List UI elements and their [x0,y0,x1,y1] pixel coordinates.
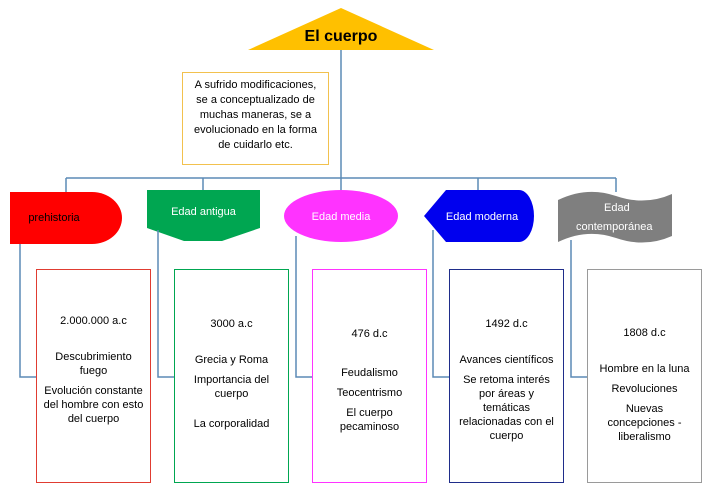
era-date: 476 d.c [351,328,388,340]
bracket-prehistoria [19,244,36,378]
era-date: 1808 d.c [623,327,666,339]
era-card-edad-media: 476 d.c Feudalismo Teocentrismo El cuerp… [312,269,427,483]
summary-box: A sufrido modificaciones, se a conceptua… [182,72,329,165]
era-item: Descubrimiento fuego [55,351,132,377]
era-item: Teocentrismo [336,387,403,399]
era-item: Grecia y Roma [194,354,269,366]
era-shape-edad-moderna [424,190,534,242]
era-item: Evolución constante del hombre con esto … [43,385,144,425]
bracket-edad-antigua [157,230,174,378]
era-label-line-2: contemporánea [576,221,653,233]
era-shape-prehistoria [10,192,122,244]
era-card-edad-antigua: 3000 a.c Grecia y Roma Importancia del c… [174,269,289,483]
era-label-line-1: Edad [604,202,630,214]
era-item: Importancia del cuerpo [193,374,270,400]
era-date: 1492 d.c [485,318,528,330]
era-label-prehistoria: prehistoria [28,212,80,224]
era-item: Feudalismo [341,367,398,379]
era-shape-edad-contemporanea [558,191,672,243]
bracket-edad-contemporanea [570,240,587,378]
era-label-edad-antigua: Edad antigua [171,206,236,218]
era-card-edad-contemporanea: 1808 d.c Hombre en la luna Revoluciones … [587,269,702,483]
era-item: Revoluciones [611,383,678,395]
era-card-edad-moderna: 1492 d.c Avances científicos Se retoma i… [449,269,564,483]
era-shape-edad-media [284,190,398,242]
era-card-prehistoria: 2.000.000 a.c Descubrimiento fuego Evolu… [36,269,151,483]
bracket-edad-media [295,236,312,378]
era-label-edad-moderna: Edad moderna [445,211,519,223]
bracket-edad-moderna [432,230,449,378]
era-date: 3000 a.c [210,318,253,330]
era-item: Se retoma interés por áreas y temáticas … [459,374,554,442]
era-item: La corporalidad [193,418,270,430]
era-item: Nuevas concepciones - liberalismo [607,403,682,443]
era-date: 2.000.000 a.c [60,315,127,327]
era-label-edad-media: Edad media [311,211,371,223]
era-item: El cuerpo pecaminoso [339,407,400,433]
diagram-title: El cuerpo [304,28,378,45]
title-triangle [248,8,434,50]
era-item: Hombre en la luna [599,363,690,375]
era-shape-edad-antigua [147,190,260,241]
era-label-edad-contemporanea: Edad contemporánea [562,201,670,234]
era-item: Avances científicos [459,354,554,366]
